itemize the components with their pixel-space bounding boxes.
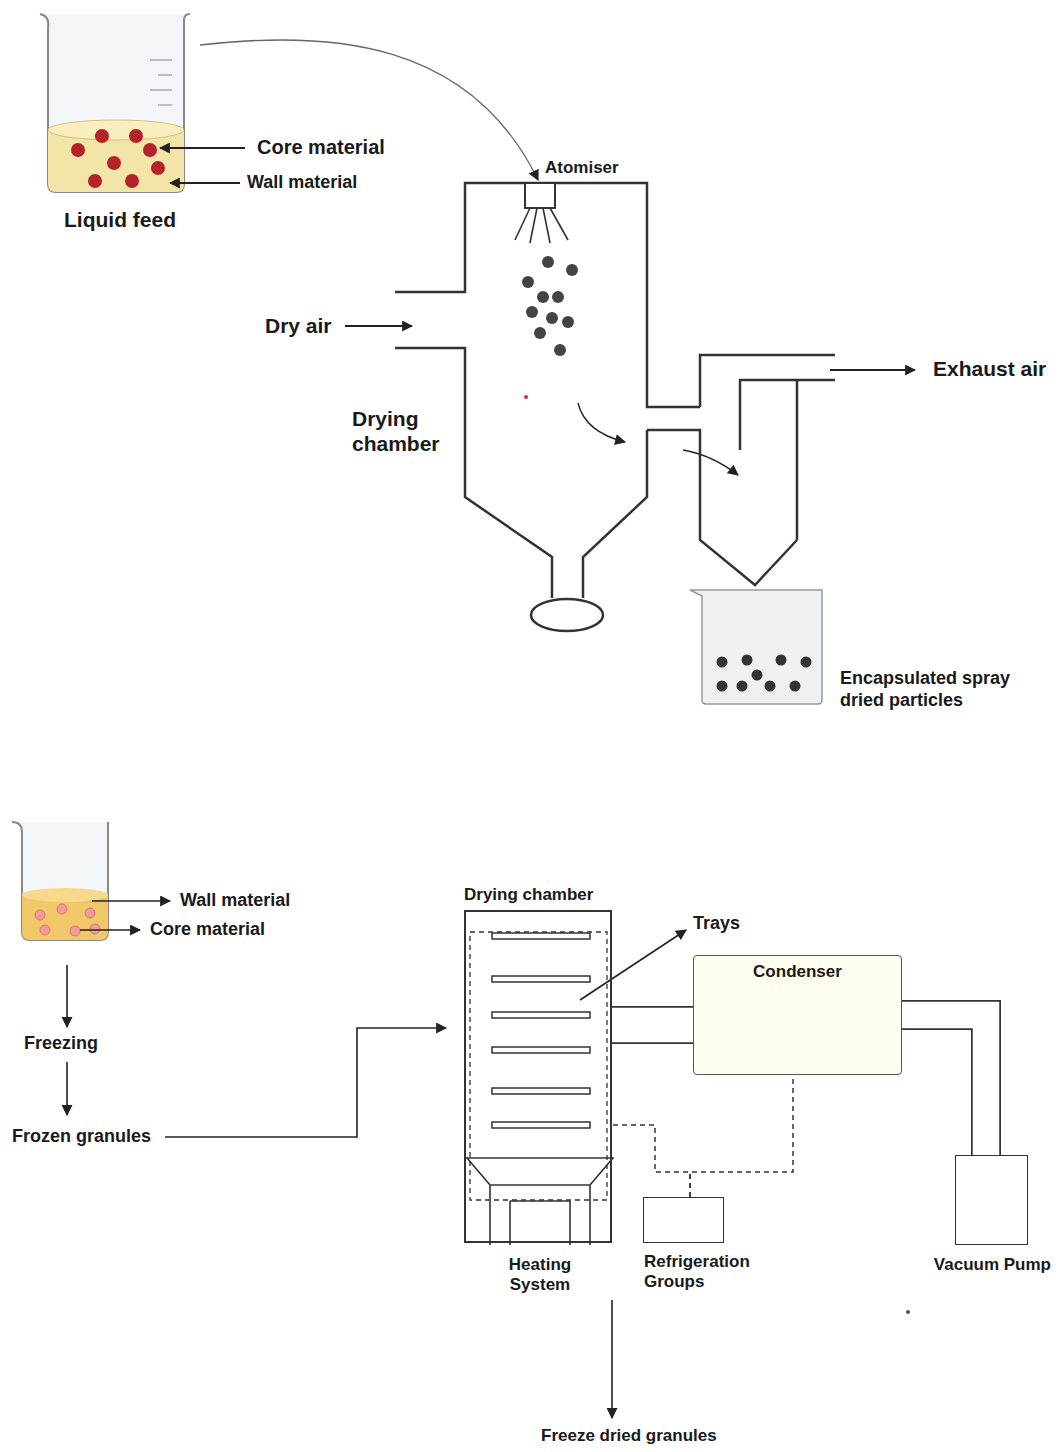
pipe-connector bbox=[902, 1015, 986, 1155]
text-label: Wall material bbox=[180, 890, 290, 912]
text-label: Encapsulated spray dried particles bbox=[840, 668, 1045, 711]
text-label: Wall material bbox=[247, 172, 357, 194]
atomiser bbox=[515, 183, 568, 243]
text-label: Atomiser bbox=[545, 158, 619, 178]
dashed-connector bbox=[690, 1075, 793, 1197]
heater-outline bbox=[466, 1157, 614, 1245]
text-label: Dry air bbox=[265, 313, 332, 338]
dot bbox=[906, 1310, 910, 1314]
refrigeration-box: Refrigeration Groups bbox=[643, 1197, 724, 1243]
text-label: Core material bbox=[257, 135, 385, 159]
condenser-box: Condenser bbox=[693, 955, 902, 1075]
product-beaker bbox=[690, 590, 822, 704]
freeze-beaker bbox=[12, 822, 108, 940]
pipe-connector bbox=[612, 1025, 693, 1026]
text-label: Drying chamber bbox=[352, 406, 462, 456]
trays bbox=[470, 932, 607, 1200]
text-label: Liquid feed bbox=[64, 207, 176, 232]
heating-system: Heating System bbox=[466, 1157, 614, 1245]
text-label: Freeze dried granules bbox=[541, 1426, 717, 1446]
text-label: Freezing bbox=[24, 1033, 98, 1055]
leader-arrows bbox=[160, 40, 915, 475]
node-label: Refrigeration Groups bbox=[644, 1252, 784, 1293]
drying-chamber-box: Drying chamberHeating System bbox=[464, 910, 612, 1243]
node-label: Drying chamber bbox=[464, 885, 593, 905]
node-label: Vacuum Pump bbox=[934, 1255, 1051, 1275]
spray-dryer bbox=[395, 183, 835, 631]
vacuum-pump-box: Vacuum Pump bbox=[955, 1155, 1028, 1245]
text-label: Exhaust air bbox=[933, 356, 1046, 381]
droplets bbox=[522, 256, 578, 399]
feed-beaker bbox=[40, 14, 190, 192]
node-label: Condenser bbox=[694, 962, 901, 982]
process-arrows bbox=[67, 901, 686, 1418]
text-label: Trays bbox=[693, 913, 740, 935]
node-label: Heating System bbox=[485, 1255, 595, 1296]
text-label: Core material bbox=[150, 919, 265, 941]
dashed-connector bbox=[612, 1125, 690, 1197]
text-label: Frozen granules bbox=[12, 1126, 151, 1148]
